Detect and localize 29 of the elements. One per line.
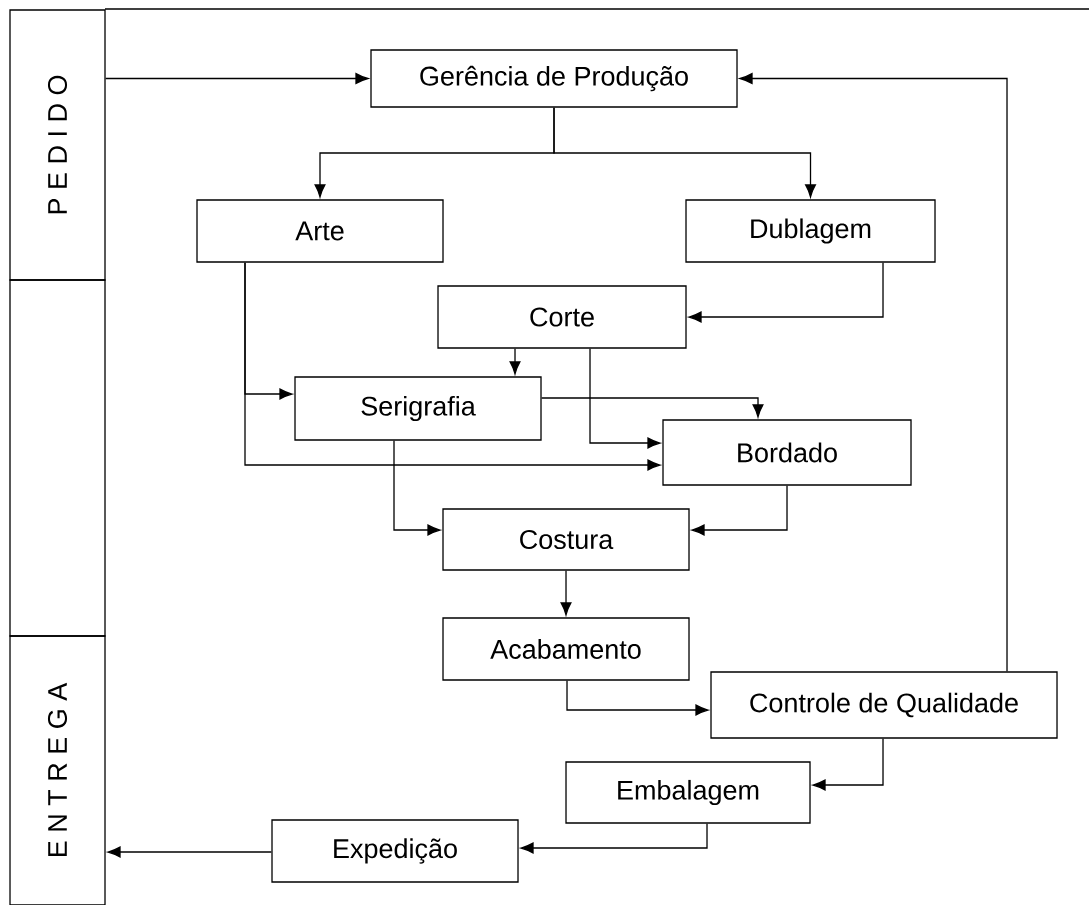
lane-label-box: P E D I D O <box>9 9 106 281</box>
arrow <box>566 680 709 716</box>
process-box: Controle de Qualidade <box>710 671 1058 739</box>
arrow <box>553 107 816 198</box>
arrow <box>520 823 708 854</box>
process-box: Acabamento <box>442 617 690 681</box>
arrow <box>509 348 521 375</box>
process-box: Corte <box>437 285 687 349</box>
arrow <box>393 440 441 536</box>
arrow <box>688 262 884 323</box>
lane-box <box>9 279 106 637</box>
process-box: Costura <box>442 508 690 571</box>
process-box: Arte <box>196 199 444 263</box>
arrow <box>541 397 764 418</box>
process-box: Embalagem <box>565 761 811 824</box>
process-box: Dublagem <box>685 199 936 263</box>
process-box: Gerência de Produção <box>370 49 738 108</box>
arrow <box>107 846 272 858</box>
lane-label-box: E N T R E G A <box>9 635 106 905</box>
arrow <box>589 348 661 449</box>
arrow <box>812 738 884 791</box>
arrow <box>691 485 788 536</box>
process-box: Serigrafia <box>294 376 542 441</box>
arrow <box>244 262 661 471</box>
process-box: Bordado <box>662 419 912 486</box>
arrow <box>105 73 369 84</box>
process-box: Expedição <box>271 819 519 883</box>
arrow <box>560 570 572 616</box>
arrow <box>739 73 1008 672</box>
